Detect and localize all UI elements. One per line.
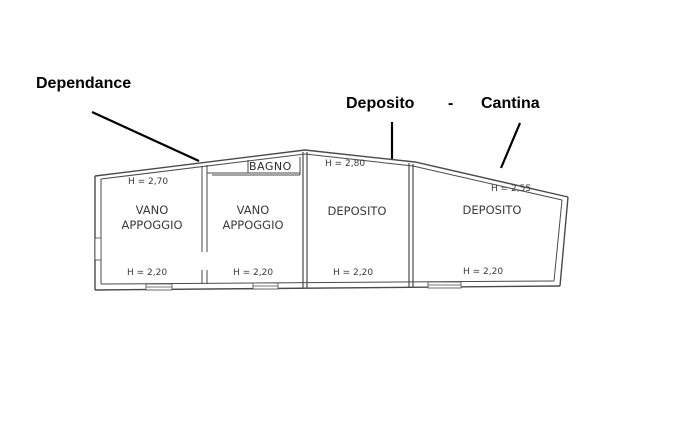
room-deposito-2: H = 2,55 DEPOSITO H = 2,20	[463, 184, 532, 277]
outer-walls	[94, 149, 569, 291]
room-vano-appoggio-1: H = 2,70 VANO APPOGGIO H = 2,20	[121, 177, 182, 278]
leader-dependance	[91, 110, 200, 163]
interior-walls	[201, 152, 414, 288]
label-separator: -	[448, 95, 453, 112]
label-deposito: Deposito	[346, 95, 415, 112]
height-bottom-vano-1: H = 2,20	[127, 268, 167, 278]
height-top-vano-1: H = 2,70	[128, 177, 168, 187]
height-top-deposito-1: H = 2,80	[325, 159, 365, 169]
room-label-bagno: BAGNO	[249, 160, 292, 173]
room-deposito-1: H = 2,80 DEPOSITO H = 2,20	[325, 159, 386, 278]
label-cantina: Cantina	[481, 95, 540, 112]
height-bottom-vano-2: H = 2,20	[233, 268, 273, 278]
room-label-line1: VANO	[136, 203, 169, 217]
label-dependance: Dependance	[36, 75, 131, 92]
room-label-line2: APPOGGIO	[121, 218, 182, 232]
room-label-line1: VANO	[237, 203, 270, 217]
height-bottom-deposito-2: H = 2,20	[463, 267, 503, 277]
height-bottom-deposito-1: H = 2,20	[333, 268, 373, 278]
room-label: DEPOSITO	[328, 204, 387, 218]
room-label-line2: APPOGGIO	[222, 218, 283, 232]
openings	[94, 237, 462, 291]
room-label: DEPOSITO	[463, 203, 522, 217]
height-top-deposito-2: H = 2,55	[491, 184, 531, 194]
room-vano-appoggio-2: VANO APPOGGIO H = 2,20	[222, 203, 283, 278]
leader-cantina	[499, 122, 522, 169]
